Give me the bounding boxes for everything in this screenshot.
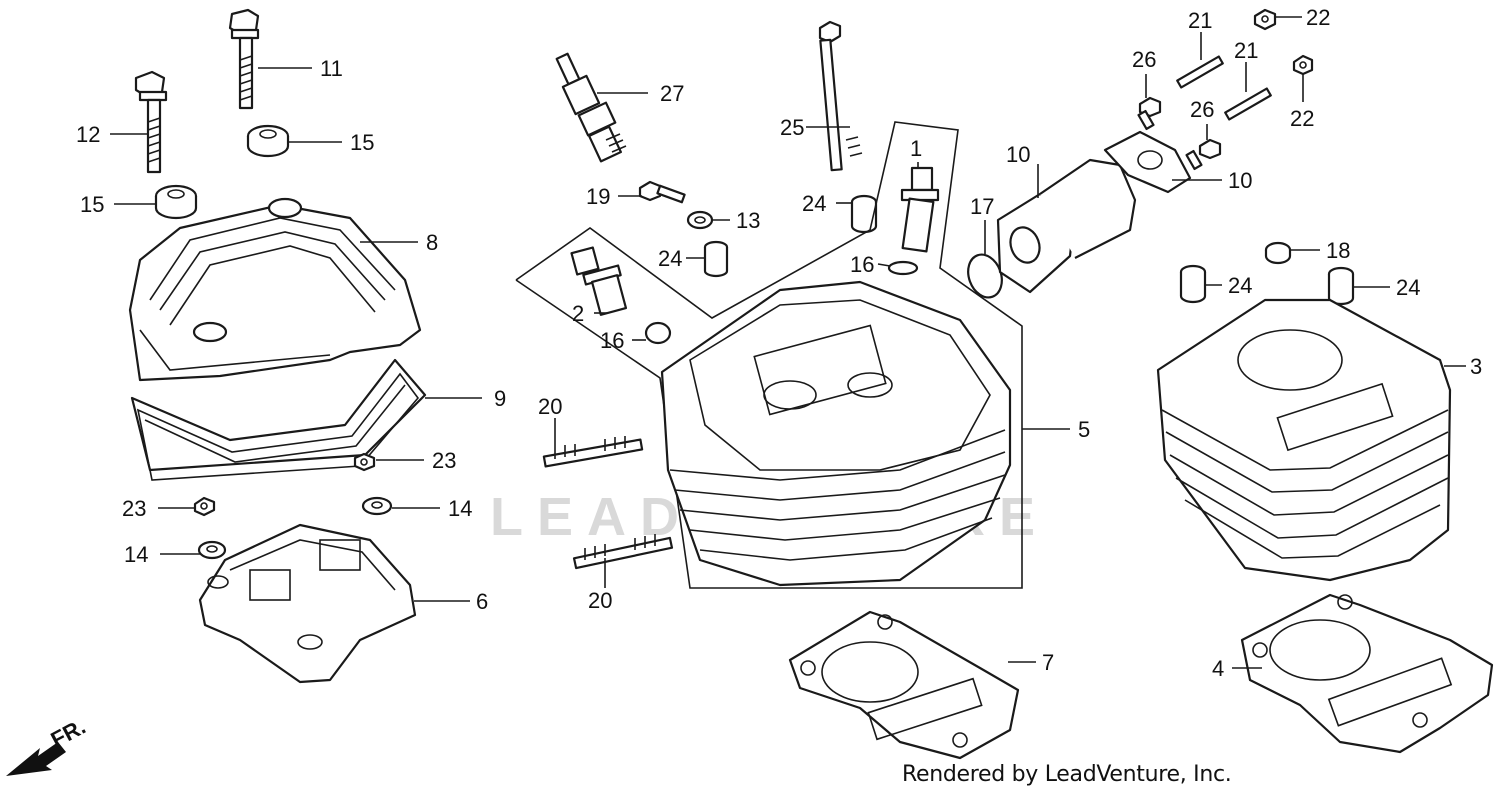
callout-1: 1 (910, 136, 922, 161)
stud-21-upper (1176, 55, 1224, 89)
callout-labels: 11 12 15 15 8 9 23 23 14 14 6 27 25 19 1… (76, 5, 1482, 681)
valve-guide-1 (900, 166, 940, 253)
callout-5: 5 (1078, 417, 1090, 442)
callout-24: 24 (1396, 275, 1420, 300)
cylinder-head-cover-8 (128, 197, 422, 382)
callout-8: 8 (426, 230, 438, 255)
callout-26: 26 (1190, 97, 1214, 122)
leader-lines (110, 16, 1466, 669)
callout-22: 22 (1290, 106, 1314, 131)
stud-21-lower (1224, 87, 1272, 121)
dowel-pin-24-c (1179, 264, 1207, 304)
callout-6: 6 (476, 589, 488, 614)
callout-10: 10 (1228, 168, 1252, 193)
dowel-pin-24-d (1327, 266, 1355, 306)
callout-24: 24 (1228, 273, 1252, 298)
callout-15: 15 (80, 192, 104, 217)
callout-27: 27 (660, 81, 684, 106)
head-cover-gasket-9 (130, 358, 427, 481)
callout-20: 20 (588, 588, 612, 613)
callout-14: 14 (124, 542, 148, 567)
nut-23-left (193, 496, 216, 517)
washer-14-right (361, 496, 393, 516)
bolt-26-lower (1185, 138, 1222, 171)
stud-bolt-25 (818, 20, 863, 172)
front-direction-arrow: FR. (6, 714, 90, 776)
callout-14: 14 (448, 496, 472, 521)
callout-15: 15 (350, 130, 374, 155)
callout-23: 23 (122, 496, 146, 521)
callout-21: 21 (1234, 38, 1258, 63)
callout-26: 26 (1132, 47, 1156, 72)
insulator-gasket-10 (1103, 130, 1192, 194)
bolt-19 (638, 180, 686, 204)
seal-18 (1264, 241, 1292, 265)
callout-16: 16 (850, 252, 874, 277)
callout-25: 25 (780, 115, 804, 140)
callout-23: 23 (432, 448, 456, 473)
callout-12: 11 (320, 56, 343, 81)
callout-24: 24 (658, 246, 682, 271)
stud-20-lower (572, 534, 674, 570)
render-credit: Rendered by LeadVenture, Inc. (902, 762, 1232, 787)
seal-rubber-15-upper (246, 124, 290, 158)
nut-22-lower (1292, 54, 1314, 76)
callout-18: 18 (1326, 238, 1350, 263)
callout-9: 9 (494, 386, 506, 411)
rocker-arm-holder-6 (198, 523, 417, 684)
cylinder-3 (1156, 298, 1452, 582)
callout-4: 4 (1212, 656, 1224, 681)
callout-16: 16 (600, 328, 624, 353)
cylinder-head-5 (660, 280, 1012, 587)
dowel-pin-24-b (850, 194, 878, 234)
flange-bolt-12-upper (228, 8, 260, 110)
callout-17: 17 (970, 194, 994, 219)
spark-plug-27 (555, 52, 627, 163)
stud-20-upper (542, 436, 644, 468)
valve-guide-2 (570, 246, 628, 316)
washer-13 (686, 210, 714, 230)
nut-22-upper (1253, 8, 1277, 31)
flange-bolt-12-lower (134, 70, 168, 174)
bolt-26-upper (1137, 96, 1162, 131)
seal-rubber-15-lower (154, 184, 198, 220)
callout-12: 12 (76, 122, 100, 147)
insulator-11 (996, 158, 1137, 294)
cylinder-head-assembly-outline (515, 121, 1023, 589)
dowel-pin-24-a (703, 240, 729, 278)
callout-3: 3 (1470, 354, 1482, 379)
callout-20: 20 (538, 394, 562, 419)
callout-11: 10 (1006, 142, 1030, 167)
nut-23-right (353, 452, 376, 472)
cylinder-head-gasket-7 (788, 610, 1020, 760)
o-ring-16-right (887, 260, 919, 276)
cylinder-gasket-4 (1240, 593, 1494, 754)
callout-21: 21 (1188, 8, 1212, 33)
callout-24: 24 (802, 191, 826, 216)
washer-14-left (197, 540, 227, 560)
callout-22: 22 (1306, 5, 1330, 30)
callout-19: 19 (586, 184, 610, 209)
o-ring-16-left (644, 321, 672, 345)
callout-13: 13 (736, 208, 760, 233)
callout-7: 7 (1042, 650, 1054, 675)
callout-2: 2 (572, 301, 584, 326)
